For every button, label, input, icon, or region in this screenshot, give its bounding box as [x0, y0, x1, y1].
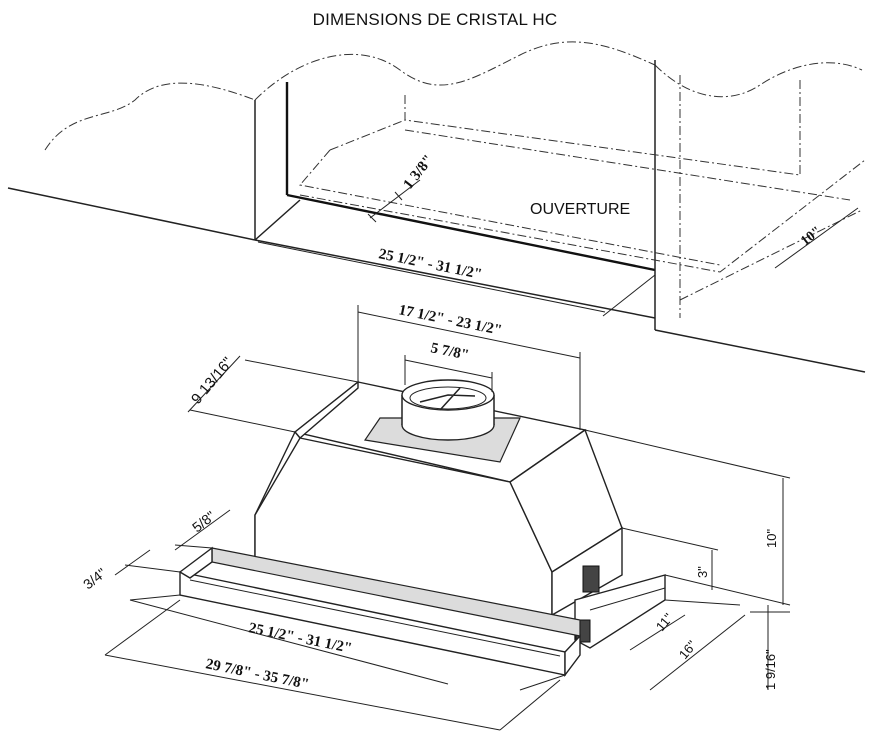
front-trim-dim-line	[174, 509, 231, 551]
body-width-label: 17 1/2" - 23 1/2"	[397, 302, 503, 339]
overall-depth-dim-line	[649, 614, 746, 691]
opening-hidden-back	[404, 95, 801, 176]
bottom-height-label: 1 9/16"	[763, 649, 778, 690]
body-width-dim-line	[357, 311, 581, 359]
opening-back-edge	[286, 193, 656, 272]
overall-width-ext	[104, 599, 561, 731]
range-hood	[178, 379, 666, 678]
front-trim-label: 5/8"	[189, 508, 218, 536]
opening-width-label: 25 1/2" - 31 1/2"	[377, 246, 483, 283]
overall-depth-label: 16"	[676, 637, 700, 662]
visor-height-label: 3"	[695, 566, 710, 578]
left-cabinet-bottom	[7, 187, 256, 241]
duct-collar-sides	[401, 395, 495, 425]
frame-offset-dim-line	[369, 179, 421, 219]
duct-damper	[409, 386, 487, 410]
side-depth-dim-line	[629, 599, 741, 651]
control-box	[582, 565, 600, 593]
opening-hidden-front	[299, 159, 866, 273]
visor-inner-line	[189, 579, 561, 657]
opening-width-dim-line	[257, 241, 606, 313]
opening-hidden-inner	[299, 149, 721, 266]
left-break-line	[44, 82, 256, 151]
duct-diameter-label: 5 7/8"	[429, 340, 470, 363]
hood-dimensions	[104, 305, 791, 731]
bar-thickness-label: 3/4"	[80, 565, 109, 593]
total-height-label: 10"	[764, 529, 779, 548]
diagram-title: DIMENSIONS DE CRISTAL HC	[312, 10, 558, 29]
opening-hidden-right	[679, 209, 863, 301]
visor-right-cap	[564, 634, 581, 678]
bar-thickness-dim-line	[114, 549, 181, 576]
opening-depth-dim-line	[774, 207, 859, 269]
bottom-height-dim-line	[750, 605, 790, 690]
right-break-line	[654, 62, 863, 98]
cabinet-outline	[7, 41, 866, 373]
tray-line	[589, 587, 666, 611]
visor-height-ext	[621, 527, 719, 551]
right-cabinet-bottom	[654, 329, 866, 373]
visor-width-dim-line	[129, 599, 449, 685]
overall-width-label: 29 7/8" - 35 7/8"	[204, 656, 310, 693]
opening-depth-label: 10"	[798, 224, 824, 249]
visor-width-ext	[129, 594, 566, 691]
body-depth-ext-lines	[189, 359, 359, 433]
opening-front-edge	[254, 239, 656, 319]
opening-corner-left	[254, 199, 301, 241]
opening-hidden-mid	[404, 129, 851, 201]
frame-offset-ticks	[367, 191, 403, 223]
overall-width-dim-line	[104, 654, 501, 731]
visor-left-cap	[178, 546, 213, 579]
frame-offset-label: 1 3/8"	[401, 152, 437, 192]
duct-dim-line	[404, 359, 493, 379]
cabinet-dimensions	[257, 179, 859, 317]
body-depth-dim-line	[187, 355, 241, 413]
top-break-line	[254, 41, 656, 101]
opening-label: OUVERTURE	[530, 201, 630, 218]
duct-damper-flap	[419, 387, 476, 411]
side-depth-label: 11"	[653, 610, 676, 634]
opening-width-ext	[602, 274, 656, 317]
body-depth-label: 9 13/16"	[188, 354, 237, 407]
opening-hidden-left	[329, 119, 406, 151]
height-ext-lines	[584, 429, 791, 606]
